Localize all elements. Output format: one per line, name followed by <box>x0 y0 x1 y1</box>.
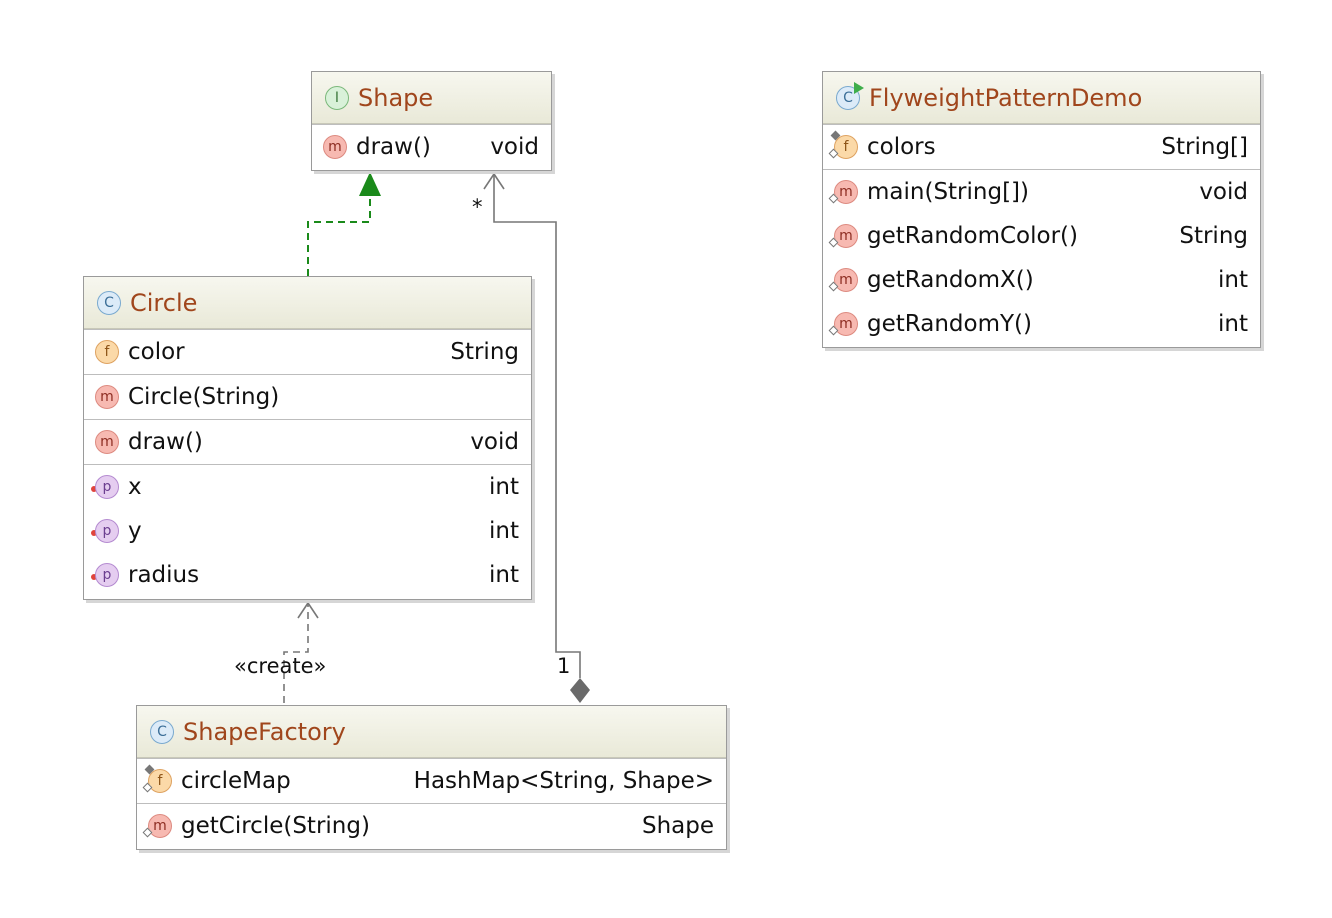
create-stereotype-label: «create» <box>234 654 327 678</box>
method-name: getCircle(String) <box>181 813 370 839</box>
flyweightpatterndemo-header: C FlyweightPatternDemo <box>823 72 1260 124</box>
create-dependency-edge <box>283 604 309 703</box>
runnable-class-icon: C <box>835 81 864 111</box>
methods-section: m getCircle(String) Shape <box>137 803 726 848</box>
interface-icon: I <box>324 85 350 111</box>
class-icon: C <box>96 290 122 316</box>
static-method-icon: m <box>828 267 859 293</box>
method-type: void <box>470 429 519 455</box>
shapefactory-header: C ShapeFactory <box>137 706 726 758</box>
field-row[interactable]: f circleMap HashMap<String, Shape> <box>137 759 726 803</box>
property-icon: p <box>91 518 120 544</box>
field-type: String <box>450 339 519 365</box>
method-type: int <box>1218 267 1248 293</box>
field-type: String[] <box>1161 134 1248 160</box>
realization-arrowhead <box>359 172 381 196</box>
methods-section: m main(String[]) void m getRandomColor()… <box>823 169 1260 346</box>
static-method-icon: m <box>828 179 859 205</box>
property-row[interactable]: p x int <box>84 465 531 509</box>
member-type: void <box>490 134 539 160</box>
aggregation-arrowhead <box>483 172 505 190</box>
method-row[interactable]: m getCircle(String) Shape <box>137 804 726 848</box>
method-row[interactable]: m getRandomY() int <box>823 302 1260 346</box>
uml-class-shapefactory[interactable]: C ShapeFactory f circleMap HashMap<Strin… <box>136 705 727 850</box>
method-name: getRandomX() <box>867 267 1034 293</box>
class-title: FlyweightPatternDemo <box>869 83 1143 112</box>
property-type: int <box>489 474 519 500</box>
field-type: HashMap<String, Shape> <box>413 768 714 794</box>
constructors-section: m Circle(String) <box>84 374 531 419</box>
class-title: ShapeFactory <box>183 717 346 746</box>
field-name: colors <box>867 134 936 160</box>
property-icon: p <box>91 562 120 588</box>
aggregation-edge-factory-shape <box>493 174 581 678</box>
field-row[interactable]: f color String <box>84 330 531 374</box>
realization-edge-circle-shape <box>307 196 371 276</box>
uml-class-flyweightpatterndemo[interactable]: C FlyweightPatternDemo f colors String[]… <box>822 71 1261 348</box>
class-icon: C <box>149 719 175 745</box>
static-field-icon: f <box>828 130 859 160</box>
uml-interface-shape[interactable]: I Shape m draw() void <box>311 71 552 171</box>
method-type: void <box>1199 179 1248 205</box>
shape-header: I Shape <box>312 72 551 124</box>
method-type: Shape <box>641 813 714 839</box>
property-row[interactable]: p y int <box>84 509 531 553</box>
method-name: getRandomColor() <box>867 223 1078 249</box>
create-dependency-arrowhead <box>297 601 319 619</box>
static-method-icon: m <box>828 223 859 249</box>
static-method-icon: m <box>142 813 173 839</box>
uml-class-circle[interactable]: C Circle f color String m Circle(String)… <box>83 276 532 600</box>
static-field-icon: f <box>142 764 173 794</box>
properties-section: p x int p y int p radius int <box>84 464 531 597</box>
constructor-name: Circle(String) <box>128 384 280 410</box>
multiplicity-many-label: * <box>472 195 483 219</box>
method-row[interactable]: m draw() void <box>84 420 531 464</box>
property-row[interactable]: p radius int <box>84 553 531 597</box>
member-row[interactable]: m draw() void <box>312 125 551 169</box>
field-row[interactable]: f colors String[] <box>823 125 1260 169</box>
class-title: Shape <box>358 83 434 112</box>
property-name: y <box>128 518 142 544</box>
field-icon: f <box>94 339 120 365</box>
abstract-method-icon: m <box>322 134 348 160</box>
property-type: int <box>489 518 519 544</box>
field-name: circleMap <box>181 768 291 794</box>
fields-section: f circleMap HashMap<String, Shape> <box>137 758 726 803</box>
property-name: x <box>128 474 142 500</box>
static-method-icon: m <box>828 311 859 337</box>
property-type: int <box>489 562 519 588</box>
method-row[interactable]: m getRandomColor() String <box>823 214 1260 258</box>
property-name: radius <box>128 562 200 588</box>
field-name: color <box>128 339 185 365</box>
methods-section: m draw() void <box>84 419 531 464</box>
multiplicity-one-label: 1 <box>557 654 571 678</box>
fields-section: f color String <box>84 329 531 374</box>
class-title: Circle <box>130 288 198 317</box>
members-section: m draw() void <box>312 124 551 169</box>
method-row[interactable]: m getRandomX() int <box>823 258 1260 302</box>
method-name: draw() <box>128 429 203 455</box>
fields-section: f colors String[] <box>823 124 1260 169</box>
circle-header: C Circle <box>84 277 531 329</box>
method-name: getRandomY() <box>867 311 1032 337</box>
method-row[interactable]: m main(String[]) void <box>823 170 1260 214</box>
method-icon: m <box>94 429 120 455</box>
member-name: draw() <box>356 134 431 160</box>
method-type: String <box>1179 223 1248 249</box>
aggregation-diamond <box>570 678 590 703</box>
method-name: main(String[]) <box>867 179 1029 205</box>
property-icon: p <box>91 474 120 500</box>
method-type: int <box>1218 311 1248 337</box>
method-icon: m <box>94 384 120 410</box>
constructor-row[interactable]: m Circle(String) <box>84 375 531 419</box>
